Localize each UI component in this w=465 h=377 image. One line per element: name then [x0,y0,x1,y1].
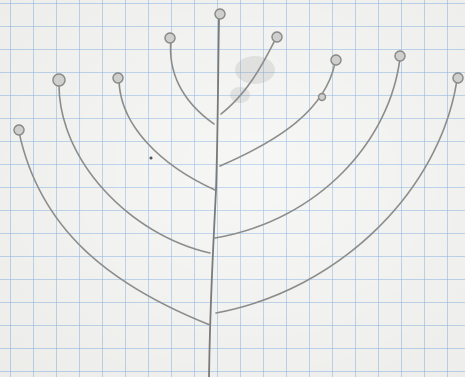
trunk-line [209,18,219,377]
bud-left-2 [113,73,123,83]
branch-left-2 [119,80,215,190]
bud-extra [319,94,326,101]
bud-right-1 [272,32,282,42]
bud-left-4 [14,125,24,135]
bud-right-4 [453,73,463,83]
branch-right-4 [216,80,457,313]
branch-right-2 [220,63,335,166]
pencil-smudge [235,56,275,84]
bud-top [215,9,225,19]
branch-right-3 [215,58,400,238]
branch-left-4 [19,132,210,325]
bud-right-3 [395,51,405,61]
bud-right-2 [331,55,341,65]
bud-left-3 [53,74,65,86]
stray-dot [150,157,153,160]
branch-left-3 [59,83,210,253]
bud-left-1 [165,33,175,43]
branch-left-1 [171,40,214,124]
